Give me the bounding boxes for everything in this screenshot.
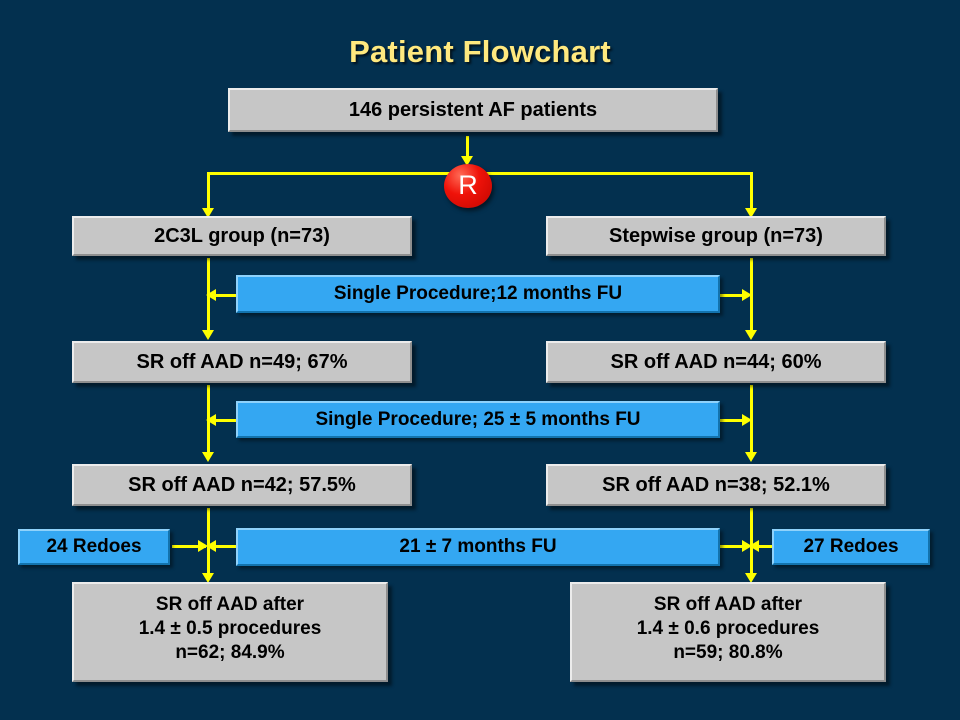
arrowhead-right-trunk-3	[745, 573, 757, 583]
arrowhead-redoes-left	[198, 540, 208, 552]
arrowhead-fu1-right	[742, 289, 752, 301]
node-root: 146 persistent AF patients	[228, 88, 718, 132]
arrowhead-fu2-left	[206, 414, 216, 426]
connector-fu1-right	[720, 294, 748, 297]
arrowhead-left-trunk-2	[202, 452, 214, 462]
node-final-left: SR off AAD after 1.4 ± 0.5 procedures n=…	[72, 582, 388, 682]
randomization-badge-label: R	[458, 170, 478, 200]
node-redoes-right: 27 Redoes	[772, 529, 930, 565]
connector-redoes-left	[172, 545, 206, 548]
arrowhead-redoes-right	[749, 540, 759, 552]
arrowhead-fu3-left	[206, 540, 216, 552]
node-followup-3: 21 ± 7 months FU	[236, 528, 720, 566]
node-final-left-line2: 1.4 ± 0.5 procedures	[138, 618, 322, 640]
page-title: Patient Flowchart	[349, 34, 611, 69]
node-arm-right: Stepwise group (n=73)	[546, 216, 886, 256]
connector-fu2-right	[720, 419, 748, 422]
randomization-badge: R	[444, 164, 492, 208]
connector-fu3-right	[720, 545, 748, 548]
node-final-right: SR off AAD after 1.4 ± 0.6 procedures n=…	[570, 582, 886, 682]
arrowhead-fu2-right	[742, 414, 752, 426]
connector-fu2-left	[210, 419, 238, 422]
connector-fu3-left	[210, 545, 238, 548]
node-outcome-left-1: SR off AAD n=49; 67%	[72, 341, 412, 383]
connector-redoes-right	[753, 545, 787, 548]
node-outcome-right-2: SR off AAD n=38; 52.1%	[546, 464, 886, 506]
arrowhead-fu1-left	[206, 289, 216, 301]
arrowhead-split-right	[745, 208, 757, 218]
arrowhead-left-trunk-3	[202, 573, 214, 583]
node-outcome-right-1: SR off AAD n=44; 60%	[546, 341, 886, 383]
arrowhead-right-trunk-2	[745, 452, 757, 462]
arrowhead-fu3-right	[742, 540, 752, 552]
node-final-right-line2: 1.4 ± 0.6 procedures	[636, 618, 820, 640]
arrowhead-right-trunk-1	[745, 330, 757, 340]
arrowhead-split-left	[202, 208, 214, 218]
node-final-left-line1: SR off AAD after	[155, 594, 305, 615]
connector-fu1-left	[210, 294, 238, 297]
node-followup-2: Single Procedure; 25 ± 5 months FU	[236, 401, 720, 438]
node-final-right-line1: SR off AAD after	[653, 594, 803, 615]
node-outcome-left-2: SR off AAD n=42; 57.5%	[72, 464, 412, 506]
node-arm-left: 2C3L group (n=73)	[72, 216, 412, 256]
connector-root-down	[466, 136, 469, 158]
node-final-right-line3: n=59; 80.8%	[673, 642, 783, 664]
node-redoes-left: 24 Redoes	[18, 529, 170, 565]
node-followup-1: Single Procedure;12 months FU	[236, 275, 720, 313]
node-final-left-line3: n=62; 84.9%	[175, 642, 285, 664]
arrowhead-root-down	[461, 156, 473, 166]
connector-split-right-down	[750, 172, 753, 212]
connector-split-left-down	[207, 172, 210, 212]
arrowhead-left-trunk-1	[202, 330, 214, 340]
